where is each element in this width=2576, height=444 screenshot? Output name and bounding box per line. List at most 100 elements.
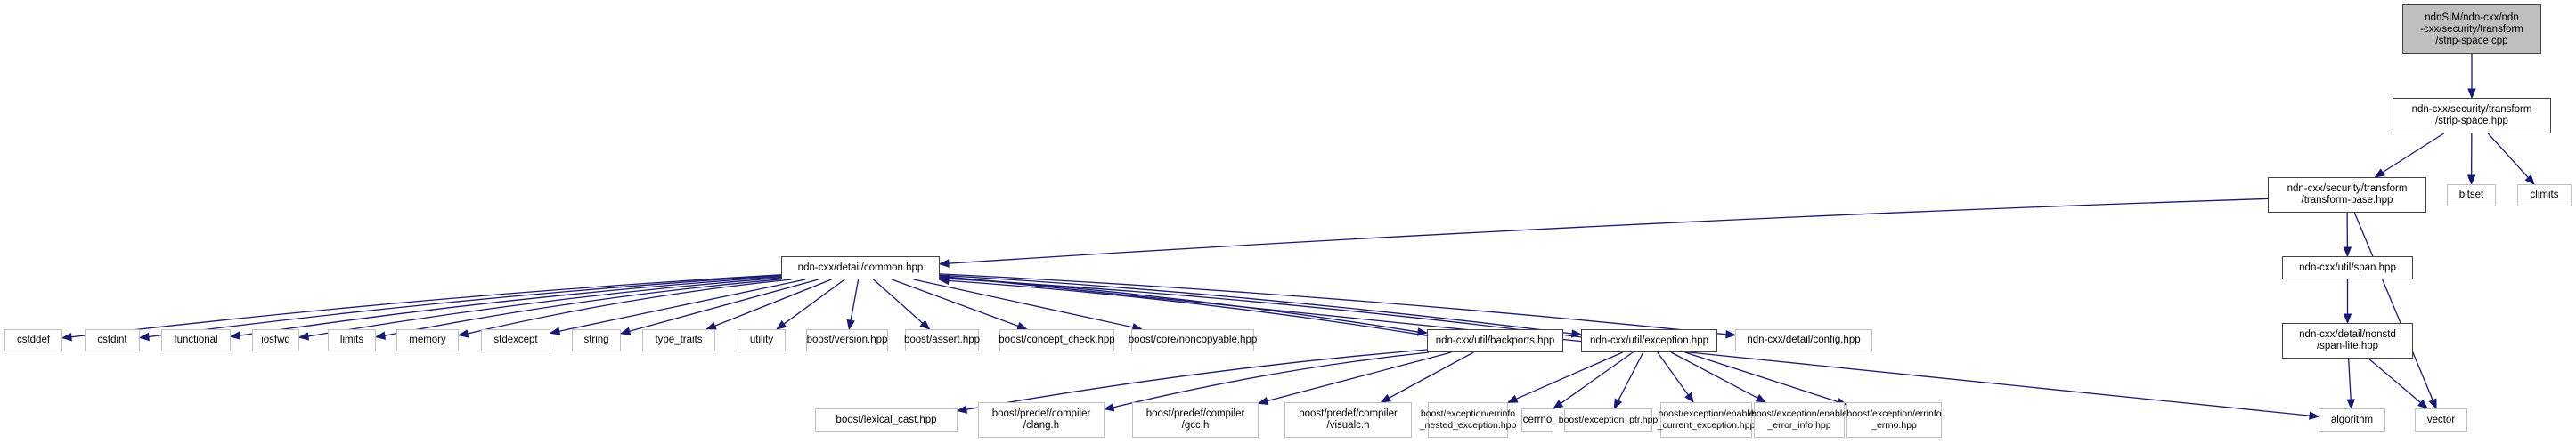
- graph-node-boost-assert: boost/assert.hpp: [904, 329, 980, 351]
- graph-node-exception[interactable]: ndn-cxx/util/exception.hpp: [1581, 329, 1717, 352]
- edge-common-to-type-traits: [714, 279, 832, 327]
- arrowhead-icon: [61, 333, 72, 342]
- arrowhead-icon: [298, 332, 310, 341]
- arrowhead-icon: [549, 327, 561, 335]
- edge-common-to-cstddef: [70, 274, 782, 338]
- arrowhead-icon: [1725, 330, 1737, 339]
- edge-backports-to-visualc: [1389, 351, 1474, 399]
- graph-node-clang: boost/predef/compiler /clang.h: [978, 402, 1105, 438]
- graph-node-enable-current: boost/exception/enable _current_exceptio…: [1658, 402, 1755, 438]
- arrowhead-icon: [846, 319, 855, 331]
- arrowhead-icon: [2309, 411, 2320, 420]
- graph-node-enable-error-info: boost/exception/enable _error_info.hpp: [1751, 402, 1847, 438]
- arrowhead-icon: [1417, 327, 1429, 336]
- graph-node-cerrno: cerrno: [1521, 408, 1553, 432]
- edge-transform-base-to-common: [948, 198, 2269, 264]
- graph-node-root[interactable]: ndnSIM/ndn-cxx/ndn -cxx/security/transfo…: [2402, 4, 2541, 54]
- arrowhead-icon: [2428, 398, 2437, 410]
- arrowhead-icon: [1571, 329, 1583, 338]
- edge-span-lite-to-vector: [2368, 358, 2421, 404]
- edge-common-to-limits: [384, 279, 782, 336]
- arrowhead-icon: [938, 274, 950, 283]
- graph-node-span[interactable]: ndn-cxx/util/span.hpp: [2282, 256, 2413, 279]
- graph-node-errinfo-errno: boost/exception/errinfo _errno.hpp: [1846, 402, 1942, 438]
- edge-common-to-memory: [467, 279, 792, 335]
- edge-exception-to-common: [948, 278, 1582, 338]
- graph-node-span-lite[interactable]: ndn-cxx/detail/nonstd /span-lite.hpp: [2282, 323, 2413, 359]
- graph-node-iosfwd: iosfwd: [252, 329, 299, 351]
- graph-node-config: ndn-cxx/detail/config.hpp: [1735, 329, 1872, 351]
- graph-node-limits: limits: [328, 329, 376, 351]
- graph-node-functional: functional: [161, 329, 231, 351]
- arrowhead-icon: [705, 321, 717, 330]
- edge-common-to-utility: [783, 279, 845, 325]
- graph-node-cstdint: cstdint: [85, 329, 140, 351]
- graph-node-gcc: boost/predef/compiler /gcc.h: [1132, 402, 1259, 438]
- edge-span-lite-to-algorithm: [2347, 358, 2352, 400]
- graph-node-memory: memory: [396, 329, 459, 351]
- edge-exception-to-nested-exception: [1515, 351, 1624, 400]
- arrowhead-icon: [956, 405, 968, 414]
- edge-common-to-boost-assert: [873, 279, 924, 324]
- arrowhead-icon: [1684, 392, 1694, 404]
- arrowhead-icon: [619, 327, 632, 335]
- graph-node-boost-version: boost/version.hpp: [806, 329, 888, 351]
- edge-common-to-exception: [939, 274, 1573, 335]
- edge-common-to-boost-concept: [891, 279, 1019, 327]
- arrowhead-icon: [2343, 246, 2352, 258]
- edge-backports-to-lexical-cast: [966, 349, 1428, 410]
- arrowhead-icon: [938, 259, 950, 268]
- graph-node-exception-ptr: boost/exception_ptr.hpp: [1559, 408, 1658, 432]
- graph-node-strip-space-hpp[interactable]: ndn-cxx/security/transform /strip-space.…: [2393, 98, 2551, 133]
- edge-common-to-iosfwd: [307, 277, 782, 337]
- arrowhead-icon: [374, 331, 387, 340]
- arrowhead-icon: [1552, 400, 1564, 410]
- edge-transform-base-to-vector: [2353, 212, 2433, 401]
- graph-node-backports[interactable]: ndn-cxx/util/backports.hpp: [1427, 329, 1563, 352]
- edge-common-to-boost-noncopyable: [913, 279, 1134, 328]
- graph-node-common[interactable]: ndn-cxx/detail/common.hpp: [781, 256, 940, 279]
- edge-exception-to-errinfo-errno: [1684, 351, 1838, 403]
- graph-node-nested-exception: boost/exception/errinfo _nested_exceptio…: [1420, 402, 1516, 438]
- graph-node-transform-base[interactable]: ndn-cxx/security/transform /transform-ba…: [2268, 177, 2426, 213]
- arrowhead-icon: [1103, 403, 1115, 412]
- graph-node-string: string: [572, 329, 621, 351]
- edge-exception-to-exception-ptr: [1618, 351, 1644, 401]
- graph-node-boost-concept: boost/concept_check.hpp: [999, 329, 1115, 351]
- edge-exception-to-enable-error-info: [1670, 351, 1758, 399]
- graph-node-stdexcept: stdexcept: [481, 329, 550, 351]
- graph-node-climits: climits: [2517, 184, 2572, 206]
- arrowhead-icon: [138, 332, 150, 342]
- arrowhead-icon: [457, 329, 469, 338]
- arrowhead-icon: [229, 331, 240, 340]
- arrowhead-icon: [2467, 88, 2476, 100]
- graph-node-type-traits: type_traits: [642, 329, 715, 351]
- arrowhead-icon: [919, 319, 931, 330]
- arrowhead-icon: [1380, 393, 1392, 403]
- graph-node-bitset: bitset: [2447, 184, 2496, 206]
- arrowhead-icon: [1755, 393, 1767, 403]
- edge-strip-space-hpp-to-climits: [2487, 133, 2529, 179]
- edge-common-to-config: [939, 273, 1727, 335]
- arrowhead-icon: [2343, 313, 2352, 325]
- graph-node-utility: utility: [738, 329, 786, 351]
- edge-exception-to-cerrno: [1560, 351, 1634, 404]
- edge-backports-to-common: [948, 279, 1428, 336]
- edge-common-to-cstdint: [148, 274, 782, 338]
- graph-node-algorithm: algorithm: [2319, 408, 2385, 432]
- edge-backports-to-clang: [1113, 351, 1430, 408]
- edge-common-to-boost-version: [850, 279, 860, 321]
- graph-node-cstddef: cstddef: [4, 329, 62, 351]
- arrowhead-icon: [1257, 396, 1269, 406]
- edge-backports-to-gcc: [1267, 351, 1452, 402]
- edge-exception-to-enable-current: [1657, 351, 1689, 396]
- edge-common-to-string: [629, 279, 819, 332]
- arrowhead-icon: [2374, 168, 2385, 178]
- edge-strip-space-hpp-to-transform-base: [2382, 133, 2444, 174]
- arrowhead-icon: [2466, 174, 2476, 186]
- graph-node-visualc: boost/predef/compiler /visualc.h: [1284, 402, 1412, 438]
- graph-node-lexical-cast: boost/lexical_cast.hpp: [815, 408, 958, 432]
- edge-common-to-functional: [239, 276, 782, 336]
- arrowhead-icon: [2524, 174, 2536, 185]
